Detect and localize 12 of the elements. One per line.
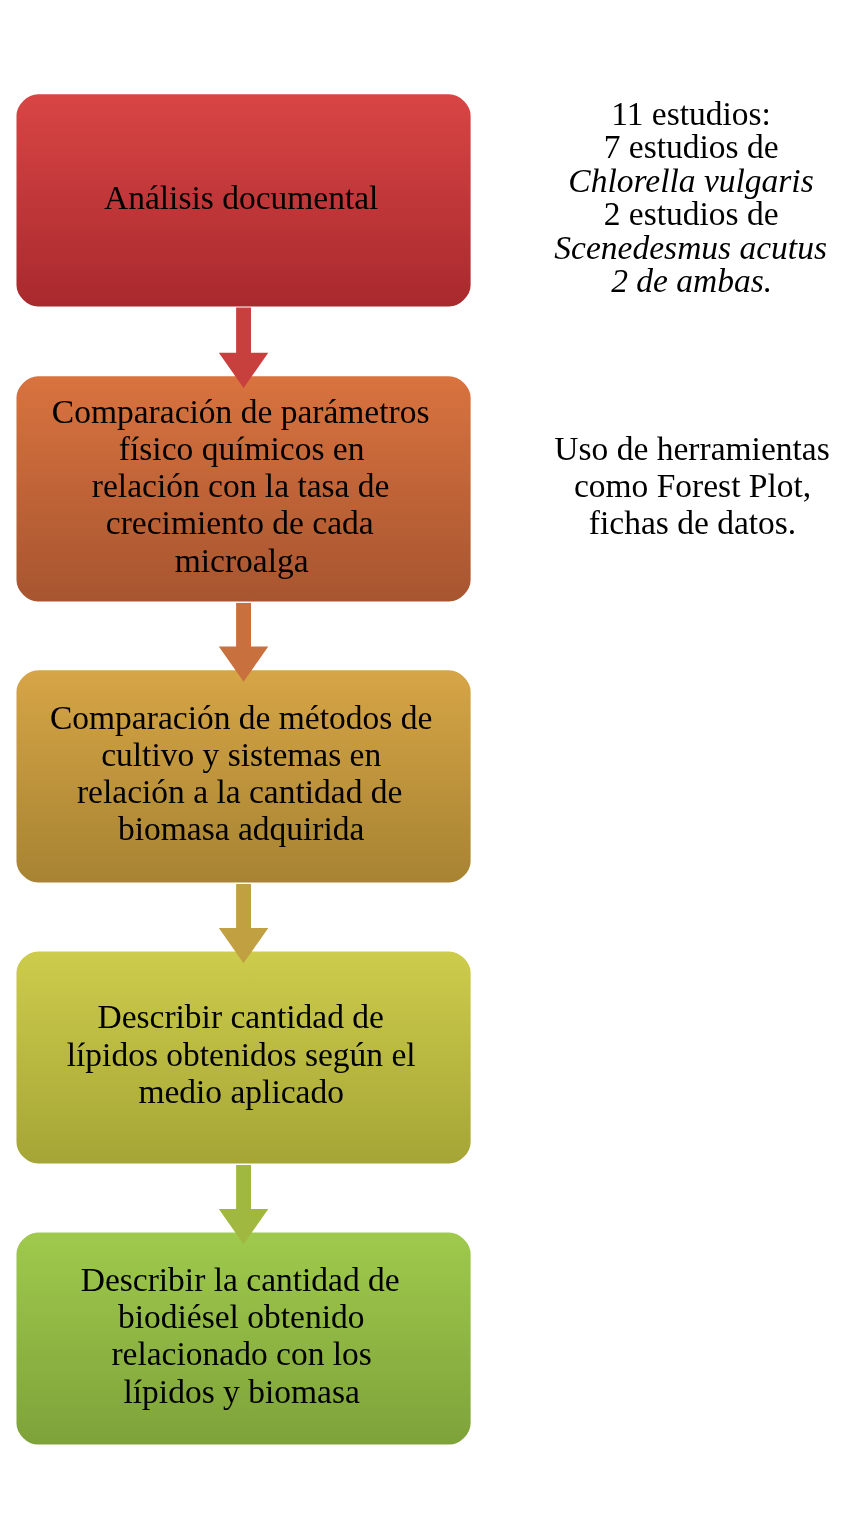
node-box: Describir la cantidad de biodiésel obtenido relacionado con los lípidos y biomasa bbox=[14, 1230, 473, 1446]
arrow bbox=[218, 602, 269, 682]
node-box: Análisis documental bbox=[14, 91, 473, 308]
node-label: 11 estudios: bbox=[611, 94, 771, 132]
node-box: Describir cantidad de lípidos obtenidos según el medio aplicado bbox=[14, 949, 473, 1165]
arrow bbox=[218, 883, 269, 963]
arrow bbox=[218, 307, 269, 388]
arrow bbox=[218, 1164, 269, 1244]
node-label: 2 de ambas. bbox=[611, 261, 773, 299]
node-label: Uso de herramientas como Forest Plot, fichas de datos. bbox=[554, 429, 830, 541]
node-box: Comparación de parámetros físico químicos en relación con la tasa de crecimiento de cada microalga bbox=[14, 373, 473, 603]
node-box: Comparación de métodos de cultivo y sistemas en relación a la cantidad de biomasa adquirida bbox=[14, 668, 473, 884]
